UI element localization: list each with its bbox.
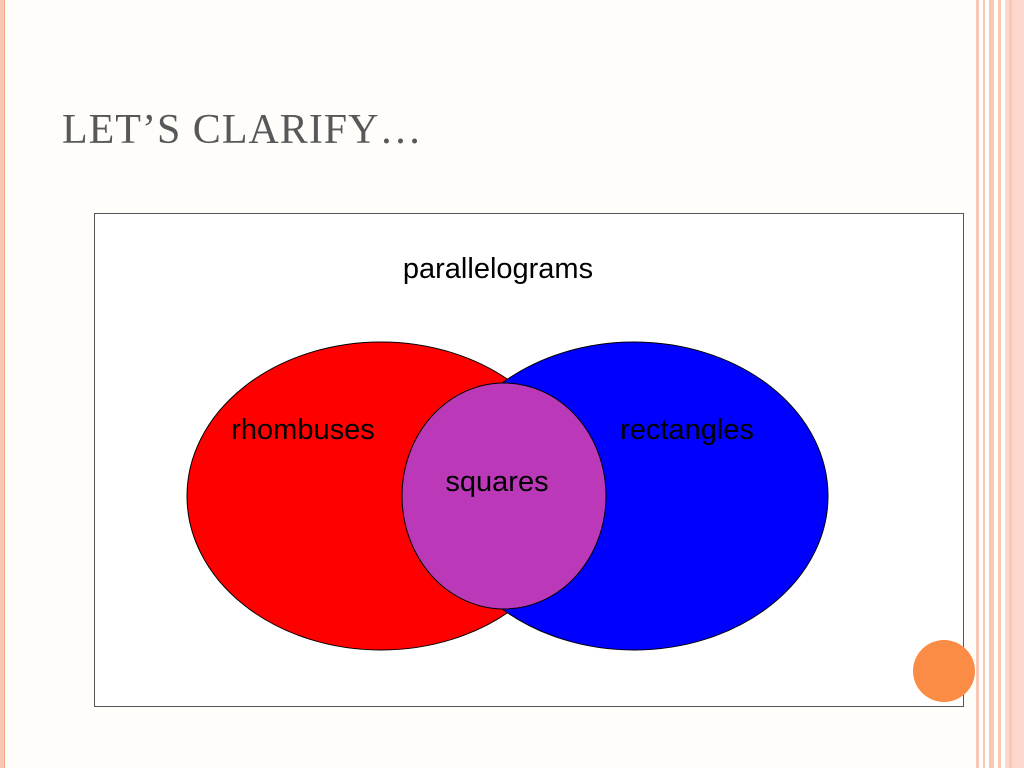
label-parallelograms: parallelograms bbox=[403, 253, 593, 285]
venn-diagram-frame: parallelograms rhombuses rectangles squa… bbox=[94, 213, 964, 707]
right-border-stripes bbox=[976, 0, 1024, 768]
left-border-stripe bbox=[0, 0, 5, 768]
slide-title: LET’S CLARIFY… bbox=[62, 107, 423, 153]
label-rhombuses: rhombuses bbox=[231, 414, 374, 446]
set-squares-circle bbox=[401, 382, 607, 610]
label-squares: squares bbox=[445, 466, 548, 498]
label-rectangles: rectangles bbox=[620, 414, 754, 446]
venn-diagram: parallelograms rhombuses rectangles squa… bbox=[186, 253, 829, 651]
decorative-orange-circle bbox=[913, 640, 975, 702]
